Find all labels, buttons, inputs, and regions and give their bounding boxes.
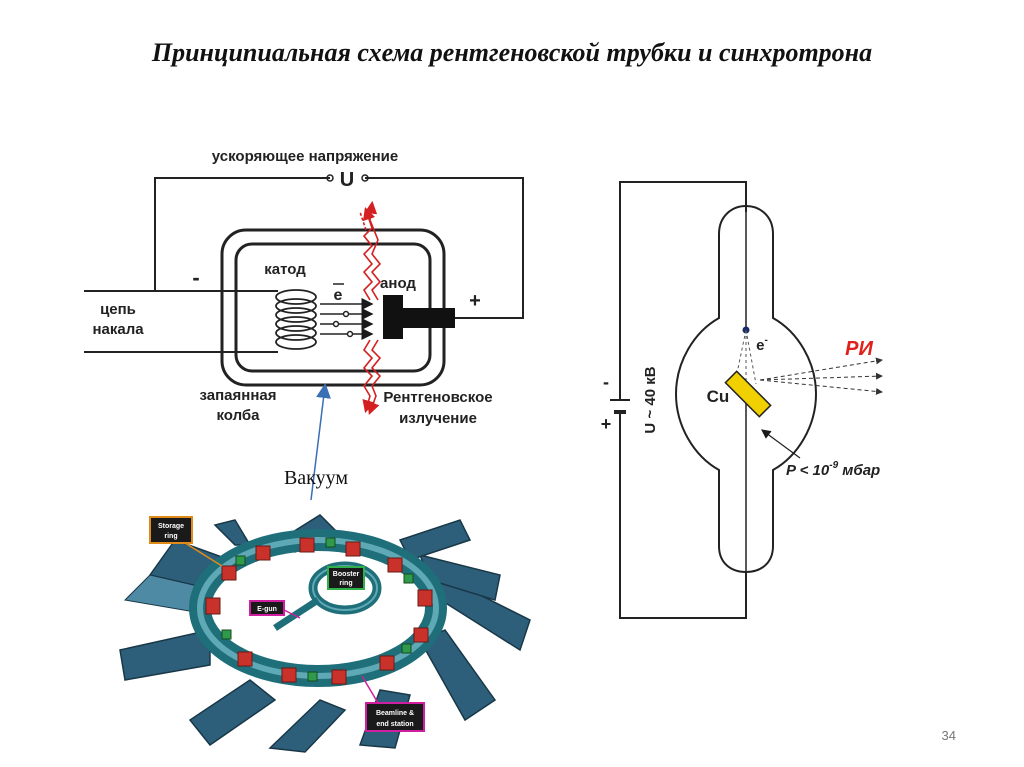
slide-title: Принципиальная схема рентгеновской трубк…: [151, 38, 873, 67]
sealed-flask-label-2: колба: [216, 407, 260, 424]
schematic-wire-bottom: [619, 412, 747, 619]
pressure-unit: мбар: [838, 462, 880, 479]
radiation-label: РИ: [845, 338, 873, 360]
battery-plus: +: [601, 414, 612, 434]
cathode-label: катод: [264, 261, 306, 278]
cathode-coil: [275, 289, 317, 350]
heating-circuit-label-1: цепь: [100, 301, 136, 318]
sealed-flask-outer: [220, 228, 446, 387]
electron-label: e: [334, 287, 343, 304]
xray-emission: [359, 200, 382, 415]
storage-ring-label-2: ring: [164, 533, 177, 540]
schematic-electron-label: e-: [756, 335, 768, 354]
pressure-prefix: P < 10: [786, 462, 830, 479]
synchrotron-illustration: Storage ring Booster ring E-gun Beamline…: [119, 514, 531, 753]
schematic-wire-top: [619, 181, 747, 400]
schematic-electron-beam: [735, 329, 757, 385]
radiation-rays: [759, 357, 883, 395]
circuit-wire-right: [365, 177, 524, 319]
linac: [273, 597, 320, 631]
schematic-electron-sup: -: [765, 335, 768, 346]
storage-ring-label-1: Storage: [158, 523, 184, 530]
beamline-11: [213, 519, 252, 546]
egun-tag: [249, 600, 285, 616]
xray-label-2: излучение: [399, 410, 477, 427]
storage-ring-tag: [149, 516, 193, 544]
pressure-pointer: [761, 429, 801, 459]
vacuum-arrow: [310, 383, 331, 501]
circuit-wire-left: [154, 177, 330, 290]
booster-ring-label-2: ring: [339, 580, 352, 587]
heating-circuit-label-2: накала: [92, 321, 144, 338]
booster-ring-label-1: Booster: [333, 571, 360, 578]
pressure-exponent: -9: [829, 460, 838, 471]
vacuum-label: Вакуум: [284, 467, 348, 489]
ring-magnets: [205, 537, 433, 685]
page-number: 34: [941, 728, 956, 743]
anode-block: [383, 295, 403, 339]
sealed-flask-inner: [234, 242, 432, 373]
sealed-flask-label-1: запаянная: [200, 387, 277, 404]
beamline-leader: [361, 675, 379, 704]
tube-schematic: - + U ~ 40 кВ Cu e- РИ P < 10-9: [601, 181, 883, 619]
cu-target: [724, 370, 772, 418]
xray-label-1: Рентгеновское: [383, 389, 492, 406]
voltage-symbol: U: [340, 169, 354, 191]
minus-sign: -: [192, 265, 199, 290]
terminal-left: [326, 174, 334, 182]
cu-label: Cu: [707, 387, 730, 406]
egun-label: E-gun: [257, 606, 277, 613]
beamline-tag: [365, 702, 425, 732]
electron-beams: [320, 298, 374, 340]
storage-ring-highlight: [197, 537, 439, 679]
storage-ring-leader: [184, 542, 223, 567]
beamline-3: [188, 679, 277, 747]
schematic-voltage-label: U ~ 40 кВ: [642, 366, 659, 433]
anode-label: анод: [380, 275, 416, 292]
beamline-label-1: Beamline &: [376, 710, 414, 717]
terminal-right: [361, 174, 369, 182]
ring-quadrupoles: [221, 537, 414, 682]
beamline-label-2: end station: [376, 721, 413, 728]
beamline-2: [119, 629, 211, 681]
booster-ring-tag: [327, 566, 365, 590]
schematic-electron-text: e: [756, 337, 764, 354]
beamlines: [119, 514, 531, 753]
plus-sign: +: [469, 290, 481, 312]
anode-stem: [403, 308, 455, 328]
xray-tube-diagram: ускоряющее напряжение U - + цепь накала …: [84, 148, 524, 501]
egun-leader: [283, 609, 301, 619]
pressure-label: P < 10-9 мбар: [786, 460, 880, 479]
accelerating-voltage-label: ускоряющее напряжение: [212, 148, 398, 165]
battery-minus: -: [603, 372, 609, 392]
beamline-4: [268, 699, 347, 753]
